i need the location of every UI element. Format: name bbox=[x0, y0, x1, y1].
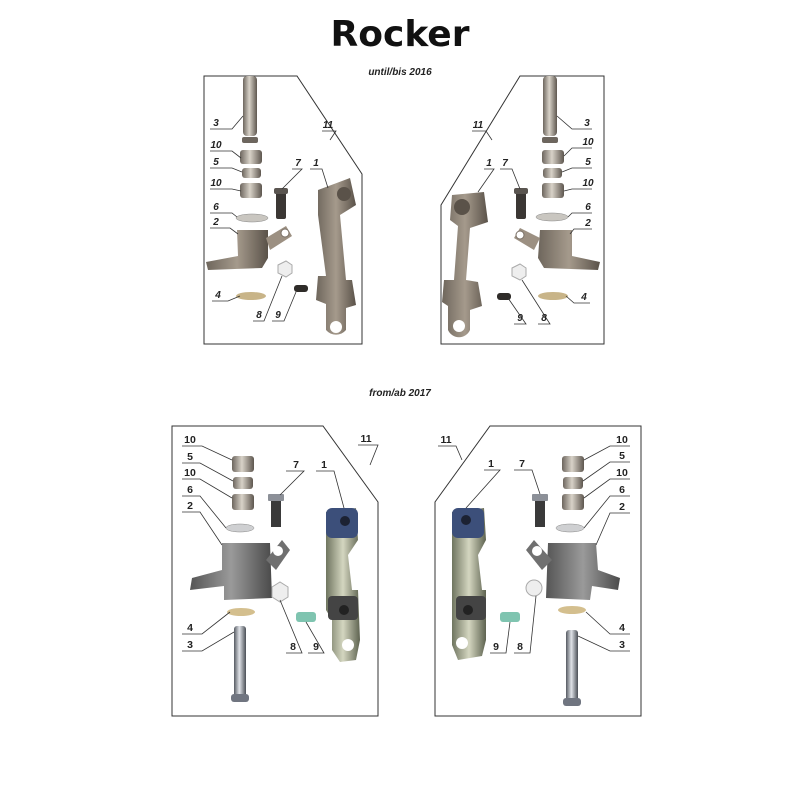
section-subtitle-top: until/bis 2016 bbox=[368, 67, 432, 78]
assembly-top-left bbox=[206, 76, 356, 335]
part-callout-bl: 1 bbox=[321, 459, 327, 471]
frame-bottom-left bbox=[171, 425, 379, 717]
part-callout-tl: 6 bbox=[213, 202, 219, 213]
leader-lines bbox=[182, 115, 630, 654]
frame-top-left bbox=[203, 75, 363, 345]
part-callout-tl: 2 bbox=[213, 217, 219, 228]
part-callout-tr: 2 bbox=[585, 218, 591, 229]
part-callout-br: 1 bbox=[488, 458, 494, 470]
frame-bottom-right bbox=[434, 425, 642, 717]
part-callout-bl: 3 bbox=[187, 639, 193, 651]
part-callout-tr: 5 bbox=[585, 157, 591, 168]
part-callout-tr: 10 bbox=[582, 137, 594, 148]
part-callout-tr: 7 bbox=[502, 158, 508, 169]
part-callout-tl: 4 bbox=[215, 290, 221, 301]
part-callout-tl: 8 bbox=[256, 310, 262, 321]
part-callout-br: 6 bbox=[619, 484, 625, 496]
part-callout-br: 9 bbox=[493, 641, 499, 653]
part-callout-bl: 7 bbox=[293, 459, 299, 471]
part-callout-br: 10 bbox=[616, 467, 628, 479]
part-callout-bl: 8 bbox=[290, 641, 296, 653]
part-callout-tl: 10 bbox=[210, 178, 222, 189]
part-callout-tr: 6 bbox=[585, 202, 591, 213]
part-callout-tr: 1 bbox=[486, 158, 492, 169]
part-callout-tr: 10 bbox=[582, 178, 594, 189]
assembly-top-right bbox=[442, 76, 600, 338]
page-title: Rocker bbox=[330, 14, 470, 55]
part-callout-tl: 1 bbox=[313, 158, 319, 169]
part-callout-tr: 9 bbox=[517, 313, 523, 324]
part-callout-tr: 4 bbox=[581, 292, 587, 303]
part-callout-tl: 9 bbox=[275, 310, 281, 321]
part-callout-br: 5 bbox=[619, 450, 625, 462]
part-callout-br: 3 bbox=[619, 639, 625, 651]
part-callout-br: 10 bbox=[616, 434, 628, 446]
section-subtitle-bottom: from/ab 2017 bbox=[369, 388, 431, 399]
part-callout-tl: 3 bbox=[213, 118, 219, 129]
part-callout-br: 11 bbox=[440, 434, 452, 446]
assembly-bottom-right bbox=[452, 456, 620, 706]
part-callout-bl: 6 bbox=[187, 484, 193, 496]
part-callout-tr: 3 bbox=[584, 118, 590, 129]
part-callout-bl: 5 bbox=[187, 451, 193, 463]
part-callout-bl: 4 bbox=[187, 622, 193, 634]
part-callout-bl: 10 bbox=[184, 434, 196, 446]
part-callout-bl: 2 bbox=[187, 500, 193, 512]
part-callout-bl: 9 bbox=[313, 641, 319, 653]
part-callout-tl: 11 bbox=[322, 120, 334, 131]
part-callout-tr: 11 bbox=[472, 120, 484, 131]
part-callout-tl: 10 bbox=[210, 140, 222, 151]
part-callout-tl: 5 bbox=[213, 157, 219, 168]
part-callout-br: 8 bbox=[517, 641, 523, 653]
assembly-bottom-left bbox=[190, 456, 360, 702]
part-callout-tr: 8 bbox=[541, 313, 547, 324]
part-callout-br: 2 bbox=[619, 501, 625, 513]
part-callout-br: 7 bbox=[519, 458, 525, 470]
part-callout-br: 4 bbox=[619, 622, 625, 634]
part-callout-tl: 7 bbox=[295, 158, 301, 169]
frame-top-right bbox=[440, 75, 605, 345]
part-callout-bl: 11 bbox=[360, 433, 372, 445]
part-callout-bl: 10 bbox=[184, 467, 196, 479]
